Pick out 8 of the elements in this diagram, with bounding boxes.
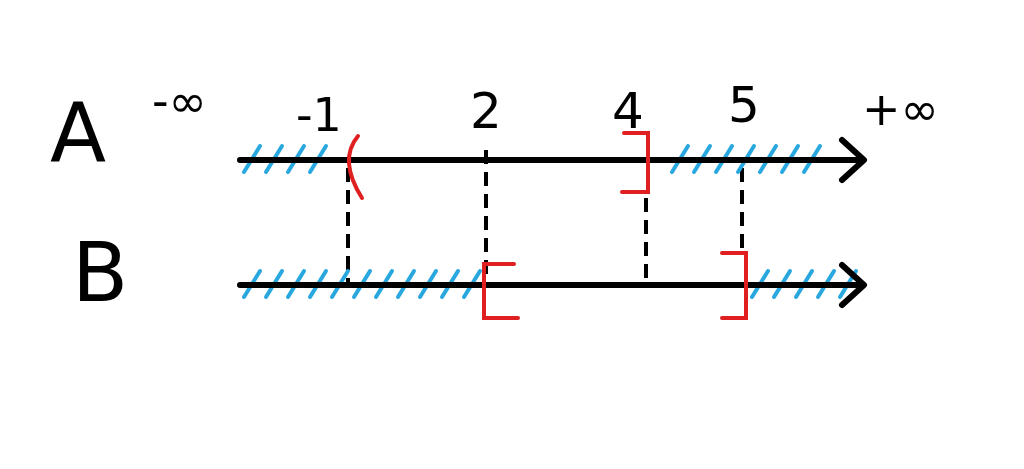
- tick-label: 5: [728, 80, 760, 130]
- set-name: B: [72, 232, 129, 314]
- tick-label: 4: [612, 86, 644, 136]
- tick-label: 2: [470, 86, 502, 136]
- tick-label: -1: [296, 92, 342, 138]
- set-name: A: [50, 92, 107, 174]
- tick-label: -∞: [152, 78, 207, 124]
- tick-label: +∞: [862, 86, 939, 132]
